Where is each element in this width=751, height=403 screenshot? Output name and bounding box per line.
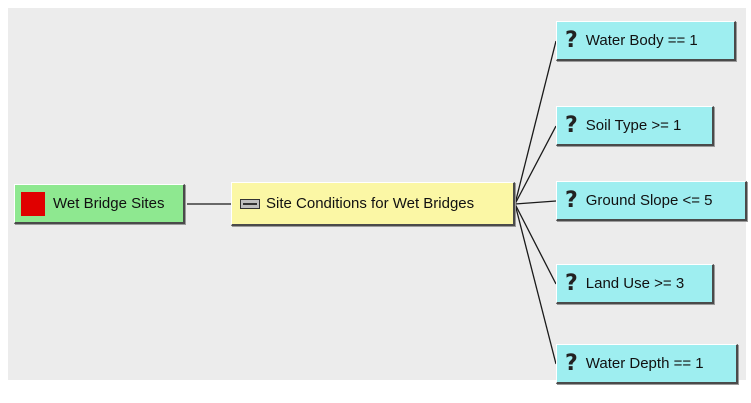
wet-bridge-sites-label: Wet Bridge Sites bbox=[53, 195, 165, 212]
soil-type-condition-label: Soil Type >= 1 bbox=[585, 117, 682, 134]
wet-bridge-sites-node[interactable]: Wet Bridge Sites bbox=[14, 184, 185, 224]
site-conditions-label: Site Conditions for Wet Bridges bbox=[266, 195, 475, 212]
question-mark-icon: ? bbox=[565, 270, 578, 296]
question-mark-icon: ? bbox=[565, 350, 578, 376]
connector-group-to-water-depth bbox=[514, 203, 557, 365]
red-square-icon bbox=[21, 191, 45, 216]
land-use-condition-label: Land Use >= 3 bbox=[585, 275, 685, 292]
land-use-condition-node[interactable]: ? Land Use >= 3 bbox=[556, 264, 714, 304]
connector-group-to-water-body bbox=[514, 40, 557, 205]
ground-slope-condition-label: Ground Slope <= 5 bbox=[585, 192, 713, 209]
water-depth-condition-node[interactable]: ? Water Depth == 1 bbox=[556, 344, 738, 384]
question-mark-icon: ? bbox=[565, 27, 578, 53]
and-operator-icon bbox=[240, 198, 260, 209]
connector-group-to-ground-slope bbox=[514, 200, 557, 205]
connector-group-to-soil-type bbox=[514, 125, 557, 205]
question-mark-icon: ? bbox=[565, 112, 578, 138]
water-body-condition-node[interactable]: ? Water Body == 1 bbox=[556, 21, 736, 61]
question-mark-icon: ? bbox=[565, 187, 578, 213]
connector-group-to-land-use bbox=[514, 203, 557, 285]
water-body-condition-label: Water Body == 1 bbox=[585, 32, 698, 49]
soil-type-condition-node[interactable]: ? Soil Type >= 1 bbox=[556, 106, 714, 146]
water-depth-condition-label: Water Depth == 1 bbox=[585, 355, 704, 372]
ground-slope-condition-node[interactable]: ? Ground Slope <= 5 bbox=[556, 181, 747, 221]
site-conditions-node[interactable]: Site Conditions for Wet Bridges bbox=[231, 182, 515, 226]
